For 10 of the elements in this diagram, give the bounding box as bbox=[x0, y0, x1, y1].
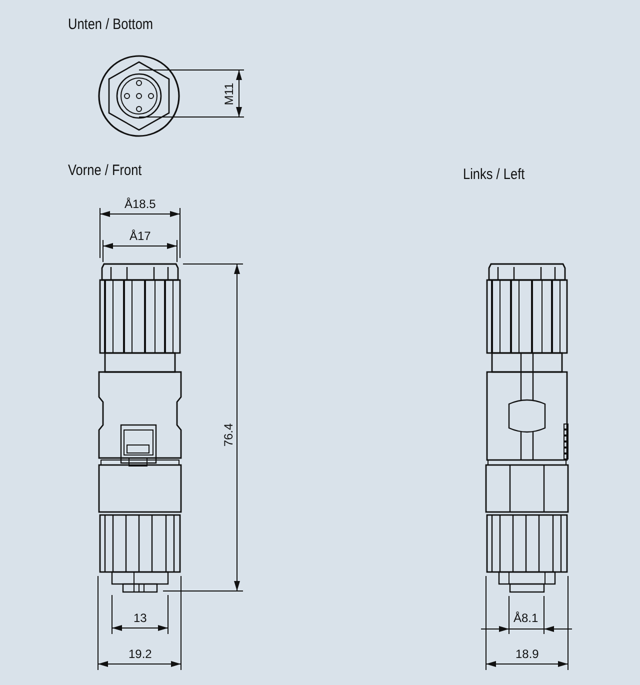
dimension-value: 13 bbox=[134, 611, 147, 625]
dimension-value: 18.9 bbox=[516, 647, 539, 661]
dimension-value: 19.2 bbox=[128, 647, 152, 661]
dimension-value: Å8.1 bbox=[514, 611, 538, 625]
view-heading: Unten / Bottom bbox=[68, 16, 154, 34]
dimension-value: Å17 bbox=[130, 229, 151, 243]
dimension-value: 76.4 bbox=[221, 423, 236, 447]
view-heading: Vorne / Front bbox=[68, 162, 142, 180]
dimension-value: Å18.5 bbox=[124, 197, 156, 211]
view-heading: Links / Left bbox=[463, 166, 525, 184]
